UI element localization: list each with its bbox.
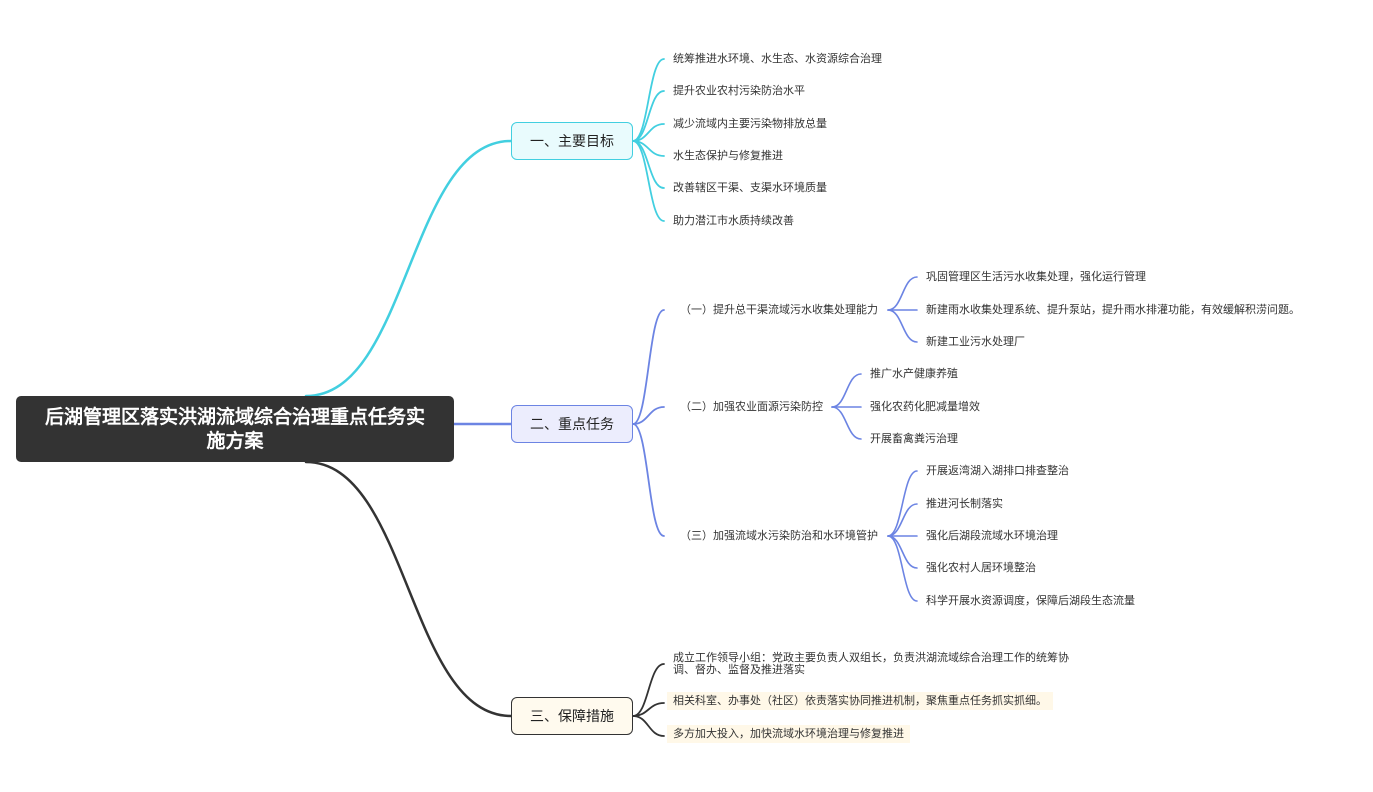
edge-safeguard-item — [632, 663, 665, 717]
edge-task-item — [887, 309, 918, 343]
edge-root-safeguards — [304, 460, 513, 718]
edge-task-item — [831, 406, 862, 440]
goal-item[interactable]: 减少流域内主要污染物排放总量 — [673, 117, 827, 130]
task-item[interactable]: 强化农药化肥减量增效 — [870, 400, 980, 413]
goal-item[interactable]: 提升农业农村污染防治水平 — [673, 84, 805, 97]
branch-label: 二、重点任务 — [530, 417, 614, 433]
branch-main-goals[interactable]: 一、主要目标 — [511, 122, 633, 160]
safeguard-item[interactable]: 多方加大投入，加快流域水环境治理与修复推进 — [667, 725, 910, 743]
branch-safeguards[interactable]: 三、保障措施 — [511, 697, 633, 735]
edge-task-item — [887, 470, 918, 537]
task-group-water-environment[interactable]: （三）加强流域水污染防治和水环境管护 — [680, 529, 878, 542]
goal-item[interactable]: 水生态保护与修复推进 — [673, 149, 783, 162]
goal-item[interactable]: 助力潜江市水质持续改善 — [673, 214, 794, 227]
edge-goal-item — [632, 58, 665, 142]
goal-item[interactable]: 统筹推进水环境、水生态、水资源综合治理 — [673, 52, 882, 65]
safeguard-item[interactable]: 相关科室、办事处（社区）依责落实协同推进机制，聚焦重点任务抓实抓细。 — [667, 692, 1053, 710]
safeguard-item[interactable]: 成立工作领导小组：党政主要负责人双组长，负责洪湖流域综合治理工作的统筹协调、督办… — [673, 651, 1069, 676]
task-item[interactable]: 开展返湾湖入湖排口排查整治 — [926, 464, 1069, 477]
task-item[interactable]: 推广水产健康养殖 — [870, 367, 958, 380]
edge-root-goals — [304, 139, 513, 398]
branch-key-tasks[interactable]: 二、重点任务 — [511, 405, 633, 443]
root-topic[interactable]: 后湖管理区落实洪湖流域综合治理重点任务实施方案 — [16, 396, 454, 462]
edge-goal-item — [632, 90, 665, 142]
edge-task-group — [632, 406, 665, 425]
edge-safeguard-item — [632, 715, 665, 737]
edge-task-item — [887, 535, 918, 569]
branch-label: 一、主要目标 — [530, 134, 614, 150]
edge-task-item — [887, 276, 918, 311]
task-item[interactable]: 推进河长制落实 — [926, 497, 1003, 510]
task-item[interactable]: 开展畜禽粪污治理 — [870, 432, 958, 445]
task-group-agriculture[interactable]: （二）加强农业面源污染防控 — [680, 400, 823, 413]
task-item[interactable]: 强化后湖段流域水环境治理 — [926, 529, 1058, 542]
root-title: 后湖管理区落实洪湖流域综合治理重点任务实施方案 — [44, 406, 425, 452]
edge-task-item — [887, 503, 918, 537]
edge-goal-item — [632, 140, 665, 222]
edge-task-group — [632, 423, 665, 537]
task-item[interactable]: 新建工业污水处理厂 — [926, 335, 1025, 348]
edge-task-item — [887, 535, 918, 602]
branch-label: 三、保障措施 — [530, 709, 614, 725]
task-item[interactable]: 巩固管理区生活污水收集处理，强化运行管理 — [926, 270, 1146, 283]
task-group-sewage[interactable]: （一）提升总干渠流域污水收集处理能力 — [680, 303, 878, 316]
edge-task-item — [831, 373, 862, 408]
task-item[interactable]: 强化农村人居环境整治 — [926, 561, 1036, 574]
edge-task-group — [632, 309, 665, 425]
task-item[interactable]: 新建雨水收集处理系统、提升泵站，提升雨水排灌功能，有效缓解积涝问题。 — [926, 303, 1300, 316]
goal-item[interactable]: 改善辖区干渠、支渠水环境质量 — [673, 181, 827, 194]
task-item[interactable]: 科学开展水资源调度，保障后湖段生态流量 — [926, 594, 1135, 607]
